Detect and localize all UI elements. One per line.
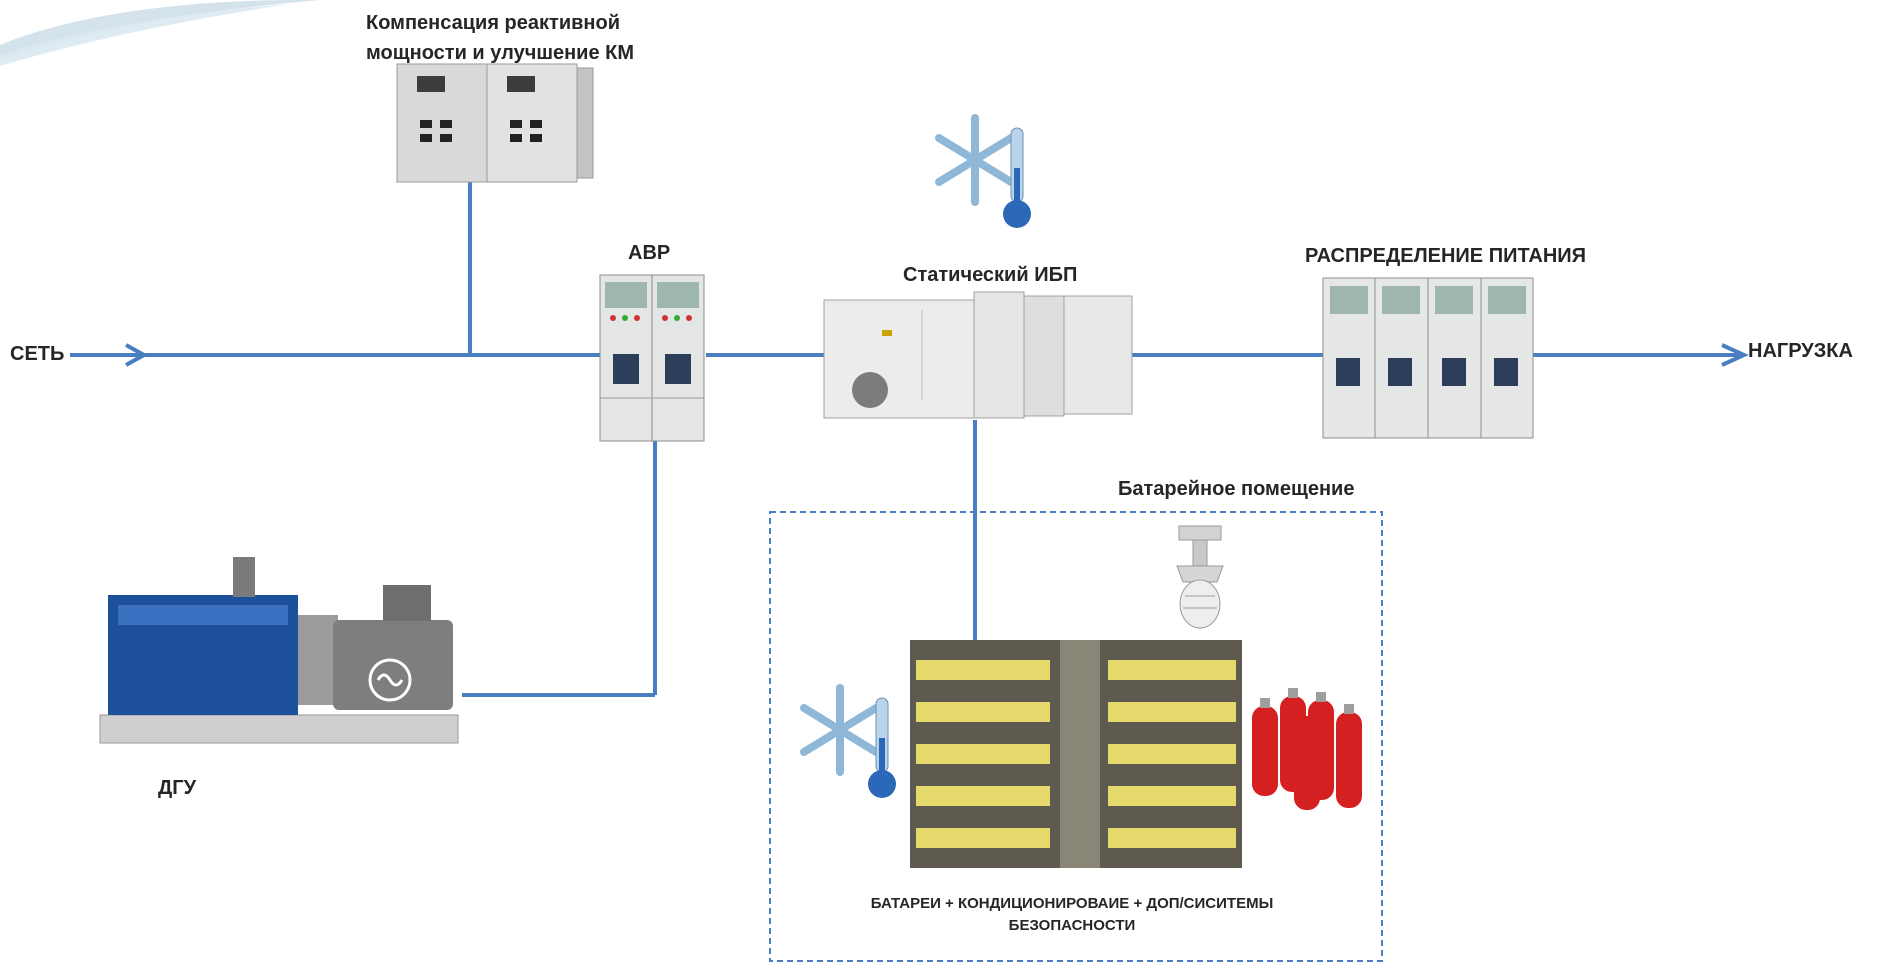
- battery-snowflake-thermometer-icon: [800, 684, 896, 798]
- avr-label: АВР: [628, 242, 671, 264]
- load-arrow-head: [1721, 343, 1749, 367]
- compensation-cabinet-icon: [396, 63, 594, 183]
- corner-swirl-decoration: [0, 0, 320, 66]
- extinguisher-icon: [1252, 688, 1362, 810]
- battery-rack-icon: [910, 640, 1242, 868]
- ups-icon: [823, 291, 1133, 419]
- distribution-label: РАСПРЕДЕЛЕНИЕ ПИТАНИЯ: [1305, 245, 1587, 267]
- compensation-label: Компенсация реактивной мощности и улучше…: [366, 12, 635, 64]
- ups-label: Статический ИБП: [903, 264, 1078, 286]
- snowflake-thermometer-icon: [935, 114, 1031, 228]
- network-label: СЕТЬ: [10, 343, 65, 365]
- distribution-switchboard-icon: [1322, 277, 1534, 439]
- lamp-icon: [1176, 525, 1224, 629]
- network-arrow-head: [125, 343, 149, 367]
- battery-room-border: [769, 511, 1383, 962]
- battery-room-label: Батарейное помещение: [1118, 478, 1355, 500]
- battery-caption: БАТАРЕИ + КОНДИЦИОНИРОВАИЕ + ДОП/СИСИТЕМ…: [870, 895, 1274, 934]
- generator-icon: [99, 557, 459, 744]
- dgu-label: ДГУ: [158, 777, 197, 799]
- load-label: НАГРУЗКА: [1748, 340, 1853, 362]
- avr-cabinet-icon: [599, 274, 705, 442]
